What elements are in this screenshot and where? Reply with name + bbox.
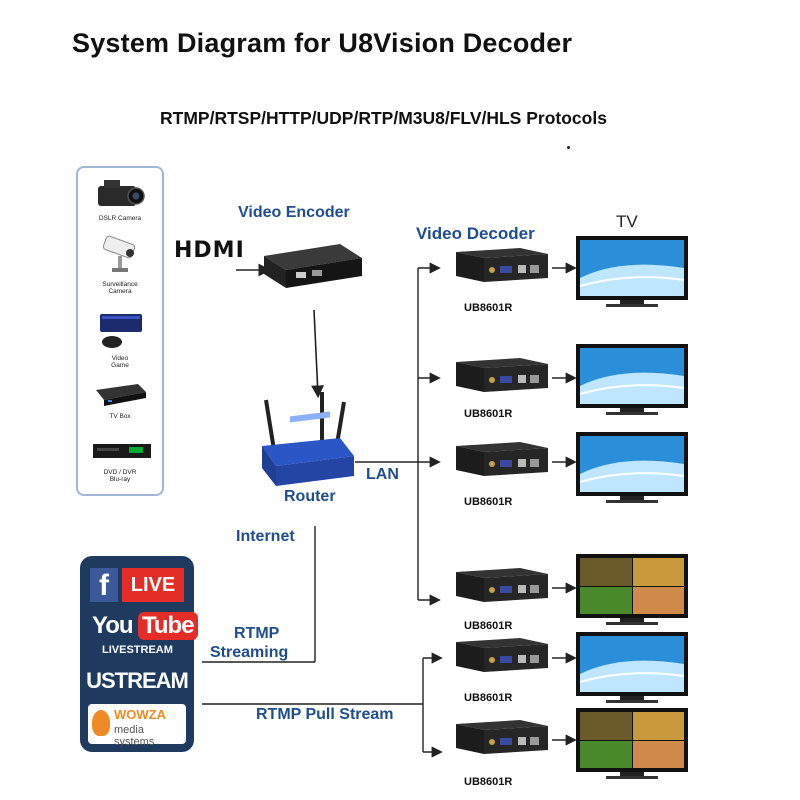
youtube-livestream-logo: You Tube LIVESTREAM — [86, 612, 198, 660]
encoder-to-router-arrow — [311, 309, 324, 399]
youtube-tube-text: Tube — [138, 612, 198, 640]
rtmp-streaming-label: RTMP Streaming — [210, 625, 289, 661]
source-caption: Video — [111, 355, 129, 362]
protocols-subtitle: RTMP/RTSP/HTTP/UDP/RTP/M3U8/FLV/HLS Prot… — [160, 108, 607, 128]
lan-label: LAN — [366, 466, 399, 483]
wowza-logo: WOWZA media systems — [88, 704, 186, 748]
internet-label: Internet — [236, 528, 295, 545]
source-dslr: DSLR Camera — [78, 174, 162, 222]
wowza-icon — [92, 710, 110, 736]
source-caption: Game — [111, 362, 129, 369]
router-label: Router — [284, 488, 336, 505]
rtmp-pull-stream-label: RTMP Pull Stream — [256, 706, 394, 723]
source-caption: Surveillance — [102, 281, 138, 288]
hdmi-logo: HDMI — [174, 238, 245, 263]
dvd-player-icon — [93, 444, 151, 458]
source-surveillance: Surveillance Camera — [78, 232, 162, 295]
facebook-icon: f — [90, 568, 118, 602]
decoder-model-label: UB8601R — [464, 620, 513, 632]
source-caption: Blu-ray — [109, 476, 131, 483]
surveillance-camera-icon — [102, 235, 136, 272]
ustream-logo: USTREAM — [86, 668, 189, 693]
diagram-title: System Diagram for U8Vision Decoder — [72, 28, 573, 58]
source-dvd: DVD / DVR Blu-ray — [78, 438, 162, 483]
decoder-model-label: UB8601R — [464, 692, 513, 704]
decoder-model-label: UB8601R — [464, 496, 513, 508]
tv-label: TV — [616, 212, 638, 231]
sources-panel: DSLR Camera Surveillance Camera Video Ga… — [76, 166, 164, 496]
decoder-model-label: UB8601R — [464, 408, 513, 420]
decoder-model-label: UB8601R — [464, 302, 513, 314]
wowza-name: WOWZA — [114, 707, 166, 722]
source-caption: DVD / DVR — [103, 469, 137, 476]
tv-box-icon — [96, 384, 146, 406]
game-console-icon — [100, 314, 142, 348]
live-badge: LIVE — [122, 568, 184, 602]
source-caption: Camera — [108, 288, 132, 295]
source-caption: DSLR Camera — [98, 215, 142, 222]
facebook-live-logo: f LIVE — [90, 568, 184, 602]
youtube-you-text: You — [92, 612, 134, 639]
camera-icon — [98, 180, 145, 206]
livestream-text: LIVESTREAM — [102, 644, 173, 656]
encoder-label: Video Encoder — [238, 204, 350, 221]
source-caption: TV Box — [109, 413, 131, 420]
wowza-sub: media systems — [114, 724, 155, 748]
streaming-services-panel: f LIVE You Tube LIVESTREAM USTREAM WOWZA… — [80, 556, 198, 752]
stray-dot — [567, 146, 570, 149]
source-tvbox: TV Box — [78, 378, 162, 420]
decoder-model-label: UB8601R — [464, 776, 513, 788]
decoder-heading: Video Decoder — [416, 224, 535, 243]
source-game: Video Game — [78, 310, 162, 369]
